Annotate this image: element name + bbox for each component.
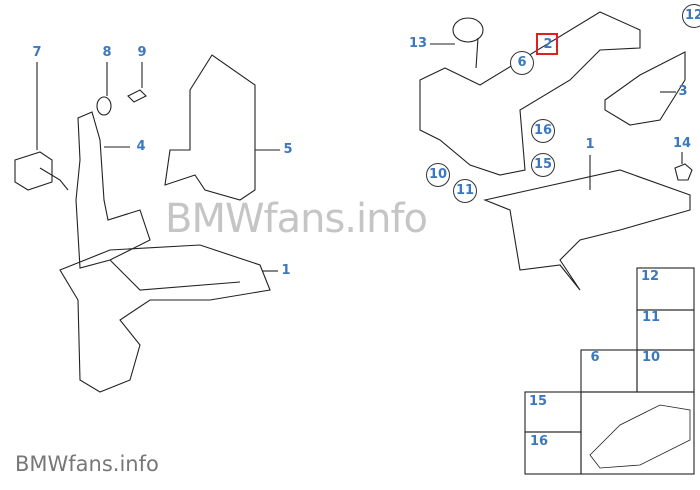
part-7-sensor: [14, 62, 69, 191]
callout-circle: [531, 153, 555, 177]
part-5-bracket: [164, 54, 280, 201]
callout-8[interactable]: 8: [102, 45, 112, 60]
legend-12[interactable]: 12: [640, 269, 660, 284]
callout-2[interactable]: 2: [543, 37, 553, 52]
part-14-nut: [674, 152, 693, 181]
part-1-carrier-right: [483, 155, 691, 291]
callout-13[interactable]: 13: [408, 36, 428, 51]
callout-4[interactable]: 4: [136, 139, 146, 154]
callout-6[interactable]: 6: [517, 55, 527, 70]
highlight-box: [536, 33, 558, 55]
legend-10[interactable]: 10: [641, 350, 661, 365]
callout-7[interactable]: 7: [32, 45, 42, 60]
part-13-cable-tie: [430, 17, 484, 69]
callout-11[interactable]: 11: [455, 183, 475, 198]
watermark-bottom: BMWfans.info: [15, 452, 159, 476]
callout-circle: [426, 163, 450, 187]
callout-5[interactable]: 5: [283, 142, 293, 157]
legend-16[interactable]: 16: [529, 434, 549, 449]
legend-6[interactable]: 6: [590, 350, 600, 365]
part-8-grommet: [96, 62, 112, 116]
part-2-bracket: [419, 11, 641, 176]
callout-circle: [453, 179, 477, 203]
callout-10[interactable]: 10: [428, 167, 448, 182]
callout-9[interactable]: 9: [137, 45, 147, 60]
callout-circle: [531, 119, 555, 143]
callout-3[interactable]: 3: [678, 84, 688, 99]
callout-circle: [510, 51, 534, 75]
callout-1-right[interactable]: 1: [585, 137, 595, 152]
part-3-bracket: [604, 51, 686, 126]
part-9-screw: [127, 62, 147, 103]
legend-11[interactable]: 11: [641, 310, 661, 325]
callout-1-left[interactable]: 1: [281, 263, 291, 278]
part-1-carrier-left: [59, 244, 278, 393]
callout-14[interactable]: 14: [672, 136, 692, 151]
callout-16[interactable]: 16: [533, 123, 553, 138]
part-4-bracket: [75, 111, 151, 269]
callout-12[interactable]: 12: [684, 8, 700, 23]
legend-15[interactable]: 15: [528, 394, 548, 409]
watermark-top: BMWfans.info: [165, 196, 428, 242]
legend-grid: [524, 267, 695, 475]
callout-circle: [682, 4, 700, 28]
callout-15[interactable]: 15: [533, 157, 553, 172]
